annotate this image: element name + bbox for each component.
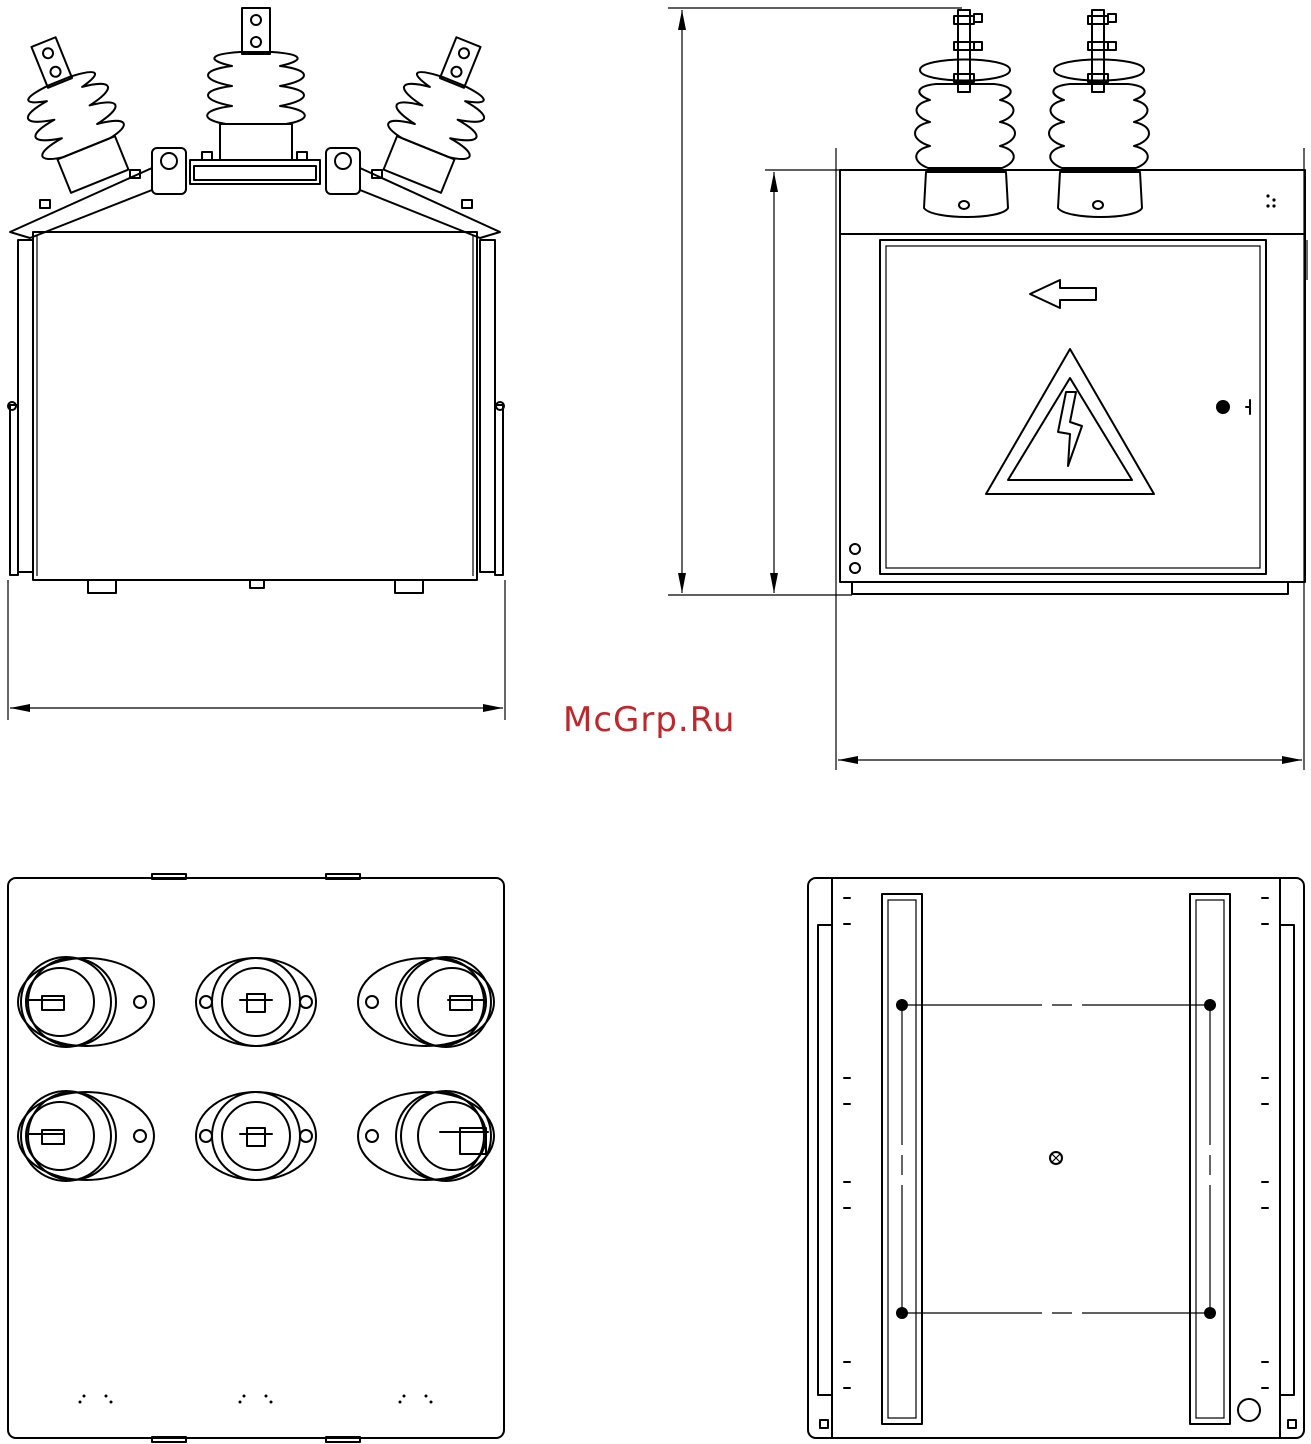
hazard-sign [986,349,1154,494]
front-view [3,8,509,720]
front-bushing-center [207,8,305,160]
top-bushing-5 [196,1092,316,1180]
front-bushing-right [372,26,509,198]
mounting-hole [896,999,908,1011]
top-bushing-4 [18,1091,154,1181]
side-bushing-left [915,10,1015,217]
top-bushing-3 [358,957,494,1047]
bolt-icon [247,994,265,1012]
side-view [668,8,1307,770]
tank-body [33,232,477,580]
top-bushing-2 [196,958,316,1046]
bolt-icon [42,996,64,1010]
mounting-hole [896,1307,908,1319]
left-arrow-icon [1030,280,1096,308]
mounting-hole [1204,999,1216,1011]
lightning-icon [1058,392,1082,466]
bolt-icon [247,1128,265,1146]
lid-band [840,170,1305,234]
watermark-text: McGrp.Ru [563,700,735,740]
bolt-icon [42,1130,64,1144]
bolt-icon [450,996,472,1010]
top-view [8,874,504,1442]
mounting-hole [1204,1307,1216,1319]
top-bushing-6 [358,1091,494,1181]
top-bushing-1 [18,957,154,1047]
door-lock [1216,400,1230,414]
front-bushing-left [3,26,140,198]
bottom-view [808,878,1304,1438]
side-bushing-right [1049,10,1149,217]
top-plate [8,878,504,1438]
